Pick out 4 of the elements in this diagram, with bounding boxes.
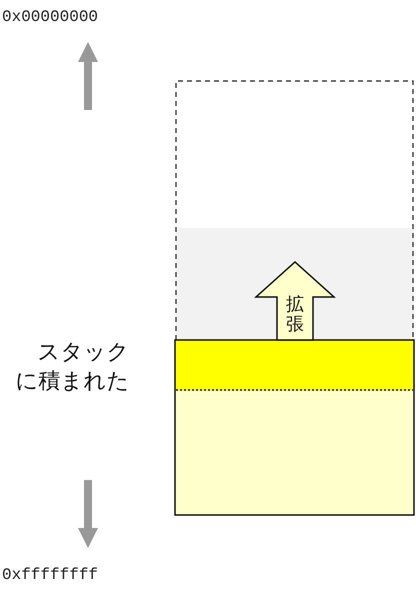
expand-arrow: 拡張: [254, 261, 336, 341]
address-label: 0xffffffff: [2, 566, 98, 584]
address-label: 0x00000000: [2, 8, 98, 26]
stack-label: スタックに積まれた: [15, 339, 130, 396]
